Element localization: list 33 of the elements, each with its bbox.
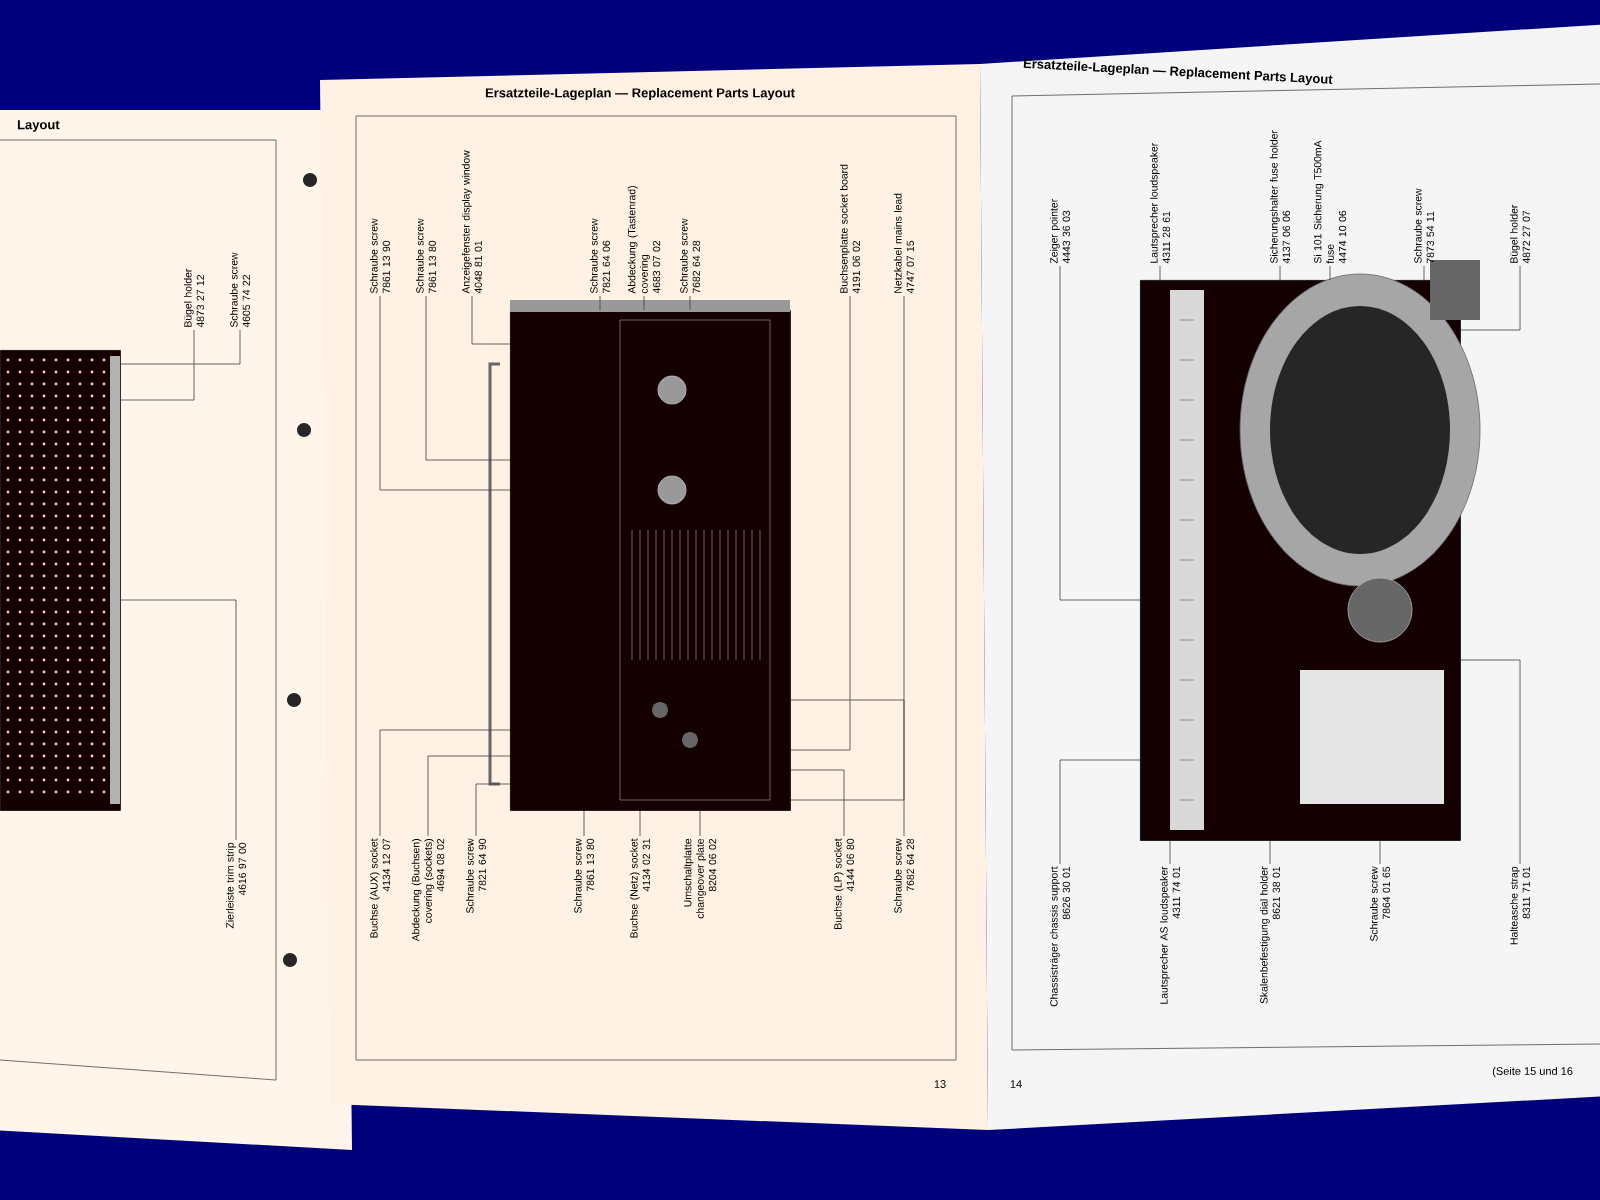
leader-line (1059, 265, 1141, 601)
leader-line (643, 295, 645, 311)
leader-line (1329, 265, 1331, 281)
leader-line (120, 329, 241, 365)
leader-line (471, 295, 511, 345)
leader-line (689, 295, 691, 311)
leader-line (425, 295, 511, 461)
leader-line (790, 699, 905, 837)
leader-line (1460, 659, 1521, 865)
leader-line (379, 729, 511, 837)
leader-line (583, 810, 585, 837)
leader-line (790, 295, 851, 751)
device-drawing (1140, 260, 1481, 841)
leader-line (790, 295, 905, 801)
leader-line (599, 295, 601, 311)
leader-line (475, 783, 511, 837)
device-drawing (488, 300, 791, 811)
leader-line (120, 329, 195, 401)
device-drawing (0, 350, 121, 811)
leader-line (699, 810, 701, 837)
leader-line (1423, 265, 1425, 281)
leader-line (639, 810, 641, 837)
leader-line (1059, 759, 1141, 865)
leader-line (427, 755, 511, 837)
leader-line (1379, 840, 1381, 865)
leader-line (1279, 265, 1281, 281)
leader-line (1169, 840, 1171, 865)
leader-line (120, 599, 237, 841)
leader-line (1269, 840, 1271, 865)
leader-line (1159, 265, 1161, 281)
leader-line (379, 295, 511, 491)
leader-line (790, 769, 845, 837)
leader-line (1460, 265, 1521, 331)
